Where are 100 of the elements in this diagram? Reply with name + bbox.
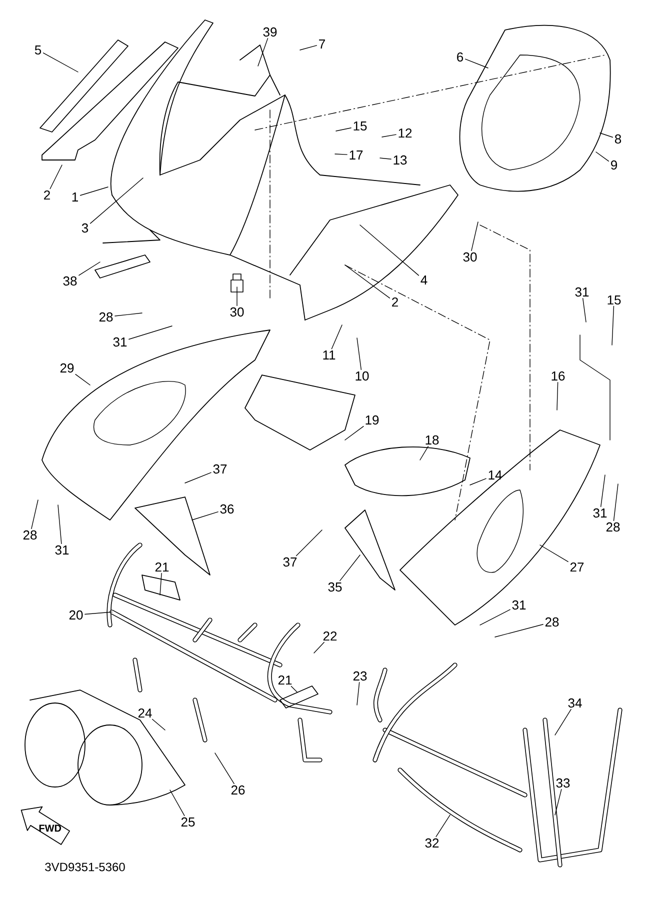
- leader-line: [331, 324, 342, 350]
- leader-line: [314, 642, 324, 654]
- leader-line: [184, 472, 212, 484]
- callout-number: 25: [181, 817, 195, 827]
- leader-line: [554, 788, 562, 816]
- leader-line: [31, 500, 38, 530]
- leader-line: [613, 484, 618, 522]
- leader-line: [334, 154, 348, 155]
- callout-number: 35: [328, 582, 342, 592]
- leader-line: [290, 686, 298, 692]
- leader-line: [75, 374, 90, 386]
- callout-number: 37: [213, 464, 227, 474]
- leader-line: [258, 38, 268, 66]
- leader-line: [556, 382, 558, 410]
- leader-line: [470, 478, 486, 486]
- leader-line: [471, 222, 478, 252]
- leader-line: [58, 504, 62, 544]
- callout-number: 31: [55, 545, 69, 555]
- leader-line: [84, 612, 112, 615]
- callout-number: 31: [575, 287, 589, 297]
- callout-number: 3: [82, 223, 88, 233]
- callout-number: 2: [392, 297, 398, 307]
- leader-line: [494, 624, 544, 638]
- callout-number: 8: [614, 134, 622, 144]
- leader-line: [214, 752, 234, 784]
- leader-line: [420, 446, 429, 460]
- leader-line: [78, 262, 100, 276]
- callout-number: 16: [552, 371, 565, 381]
- callout-number: 34: [568, 698, 582, 708]
- callout-number: 24: [138, 708, 152, 718]
- leader-line: [596, 152, 610, 162]
- leader-line: [336, 128, 352, 132]
- callout-number: 31: [593, 508, 607, 518]
- callout-number: 17: [350, 150, 363, 160]
- callout-number: 21: [155, 562, 169, 572]
- leader-line: [90, 178, 144, 224]
- leader-line: [114, 312, 142, 316]
- callout-number: 13: [394, 155, 407, 165]
- callout-number: 10: [356, 371, 369, 381]
- callout-number: 22: [323, 631, 337, 641]
- leader-line: [360, 224, 420, 276]
- callout-number: 39: [263, 27, 277, 37]
- callout-number: 1: [72, 192, 78, 202]
- leader-line: [380, 158, 392, 160]
- callout-number: 31: [512, 600, 526, 610]
- leader-line: [540, 544, 568, 562]
- leader-line: [480, 609, 510, 626]
- leader-line: [192, 511, 218, 520]
- callout-number: 28: [545, 617, 559, 627]
- leader-line: [356, 682, 360, 706]
- callout-number: 6: [457, 52, 464, 62]
- leader-line: [554, 708, 572, 736]
- leader-line: [600, 132, 614, 138]
- callout-number: 36: [220, 504, 234, 514]
- callout-number: 5: [34, 45, 42, 55]
- leader-line: [344, 264, 390, 298]
- callout-number: 4: [420, 276, 428, 284]
- callout-number: 20: [69, 610, 83, 620]
- leader-line: [344, 426, 364, 440]
- callout-number: 33: [556, 778, 570, 788]
- leader-line: [152, 718, 166, 730]
- leader-line: [582, 298, 586, 322]
- callout-number: 2: [44, 190, 50, 200]
- callout-number: 21: [278, 675, 292, 685]
- callout-number: 38: [63, 276, 77, 286]
- callout-number: 37: [283, 557, 297, 567]
- leader-line: [464, 58, 488, 68]
- leader-line: [170, 790, 185, 816]
- leader-line: [436, 814, 450, 838]
- callout-number: 31: [113, 337, 127, 347]
- leader-line: [296, 530, 322, 556]
- callout-number: 18: [426, 435, 439, 445]
- leader-line: [50, 164, 62, 190]
- direction-sign: FWD: [20, 806, 70, 845]
- callout-number: 30: [230, 307, 244, 317]
- leader-line: [80, 186, 108, 196]
- callout-number: 19: [366, 415, 379, 425]
- callout-number: 30: [463, 252, 477, 262]
- callout-number: 28: [606, 522, 620, 532]
- leader-line: [612, 306, 614, 346]
- leader-line: [600, 474, 606, 508]
- part-code: 3VD9351-5360: [45, 862, 125, 872]
- leader-line: [128, 326, 172, 340]
- leader-line: [382, 134, 396, 138]
- callout-number: 9: [611, 160, 617, 170]
- callout-number: 7: [319, 40, 325, 48]
- callout-number: 27: [570, 562, 584, 572]
- callout-number: 12: [398, 128, 412, 138]
- leader-line: [160, 572, 162, 596]
- callout-number: 28: [99, 312, 113, 322]
- leader-line: [300, 45, 318, 50]
- leader-line: [340, 554, 360, 582]
- callout-number: 14: [488, 470, 502, 480]
- leader-line: [356, 338, 362, 370]
- callout-number: 15: [608, 295, 621, 305]
- leader-line: [236, 286, 238, 306]
- callout-number: 26: [231, 785, 245, 795]
- callout-number: 28: [23, 530, 37, 540]
- leader-line: [42, 52, 78, 72]
- callout-number: 32: [425, 838, 439, 848]
